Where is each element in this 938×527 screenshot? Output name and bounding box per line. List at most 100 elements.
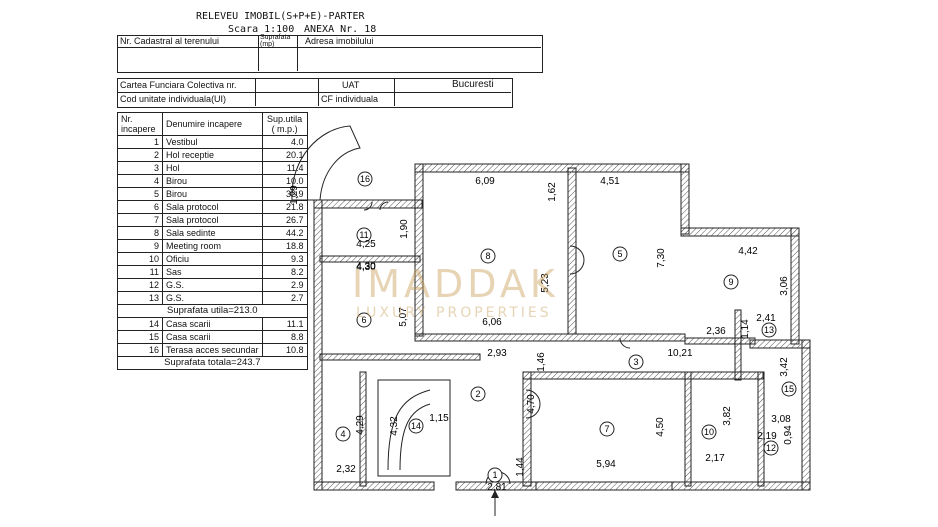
room-nr: 5 [117,187,163,201]
dimension-label: 4,30 [356,261,376,272]
dimension-label: 2,93 [487,348,507,359]
dimension-label: 1,62 [547,182,558,202]
room-name: G.S. [162,291,263,305]
dimension-label: 1,14 [740,319,751,339]
room-number-circle [701,424,717,440]
room-nr: 9 [117,239,163,253]
room-number: 4 [340,429,345,439]
room-name: Sala protocol [162,213,263,227]
room-name: Oficiu [162,252,263,266]
dimension-label: 3,82 [722,406,733,426]
registry-box [117,78,513,108]
document-title: RELEVEU IMOBIL(S+P+E)-PARTER [196,11,365,22]
header-nr: Nr. incapere [117,112,163,136]
room-number-circle [761,322,777,338]
room-number: 9 [728,277,733,287]
dimension-label: 1,44 [515,457,526,477]
cf-individuala-label: CF individuala [321,94,379,104]
room-number: 16 [360,174,370,184]
room-name: Casa scarii [162,317,263,331]
header-area: Sup.utila ( m.p.) [261,112,308,136]
room-number: 5 [617,249,622,259]
surface-label: Suprafata (mp) [260,34,291,48]
room-number: 2 [475,389,480,399]
room-nr: 4 [117,174,163,188]
dimension-label: 5,94 [596,459,616,470]
room-number-circle [357,171,373,187]
room-number: 15 [784,384,794,394]
carte-funciara-label: Cartea Funciara Colectiva nr. [120,80,237,90]
address-label: Adresa imobilului [305,36,374,46]
dimension-label: 10,21 [667,348,692,359]
room-number: 10 [704,427,714,437]
room-number: 7 [604,424,609,434]
dimension-label: 2,81 [487,482,507,493]
room-number-circle [612,246,628,262]
dimension-label: 3,06 [779,276,790,296]
room-name: Birou [162,174,263,188]
room-nr: 11 [117,265,163,279]
dimension-label: 2,36 [706,326,726,337]
dimension-label: 6,06 [482,317,502,328]
dimension-label: 6,09 [475,176,495,187]
room-name: Casa scarii [162,330,263,344]
room-number-circle [335,426,351,442]
room-number: 14 [411,421,421,431]
room-number-circle [408,418,424,434]
room-number: 1 [492,470,497,480]
room-name: Sala sedinte [162,226,263,240]
useful-total: Suprafata utila=213.0 [117,304,308,318]
dimension-label: 2,19 [757,431,777,442]
dimension-label: 1,90 [399,219,410,239]
watermark-logo: IMADDAK [352,262,559,306]
dimension-label: 2,41 [756,313,776,324]
room-number: 13 [764,325,774,335]
room-nr: 13 [117,291,163,305]
room-name: Meeting room [162,239,263,253]
room-number-circle [781,381,797,397]
dimension-label: 5,23 [540,273,551,293]
room-number-circle [470,386,486,402]
dimension-label: 3,08 [771,414,791,425]
uat-label: UAT [342,80,360,90]
room-nr: 12 [117,278,163,292]
room-nr: 3 [117,161,163,175]
header-name: Denumire incapere [162,112,263,136]
uat-value: Bucuresti [452,79,494,90]
room-nr: 8 [117,226,163,240]
room-name: Hol [162,161,263,175]
room-number-circle [356,227,372,243]
room-nr: 7 [117,213,163,227]
dimension-label: 4,42 [738,246,758,257]
room-nr: 2 [117,148,163,162]
dimension-label: 4,32 [389,416,400,436]
room-name: Terasa acces secundar [162,343,263,357]
dimension-label: 2,32 [336,464,356,475]
room-name: G.S. [162,278,263,292]
room-number-circle [356,312,372,328]
dimension-label: 7,30 [656,248,667,268]
cod-unitate-label: Cod unitate individuala(UI) [120,94,227,104]
dimension-label: 0,94 [783,425,794,445]
room-number-circle [487,467,503,483]
dimension-label: 5,07 [398,307,409,327]
dimension-label: 2,17 [705,453,725,464]
room-nr: 1 [117,135,163,149]
room-name: Hol receptie [162,148,263,162]
room-name: Sas [162,265,263,279]
room-number: 11 [359,230,368,240]
dimension-label: 4,51 [600,176,620,187]
